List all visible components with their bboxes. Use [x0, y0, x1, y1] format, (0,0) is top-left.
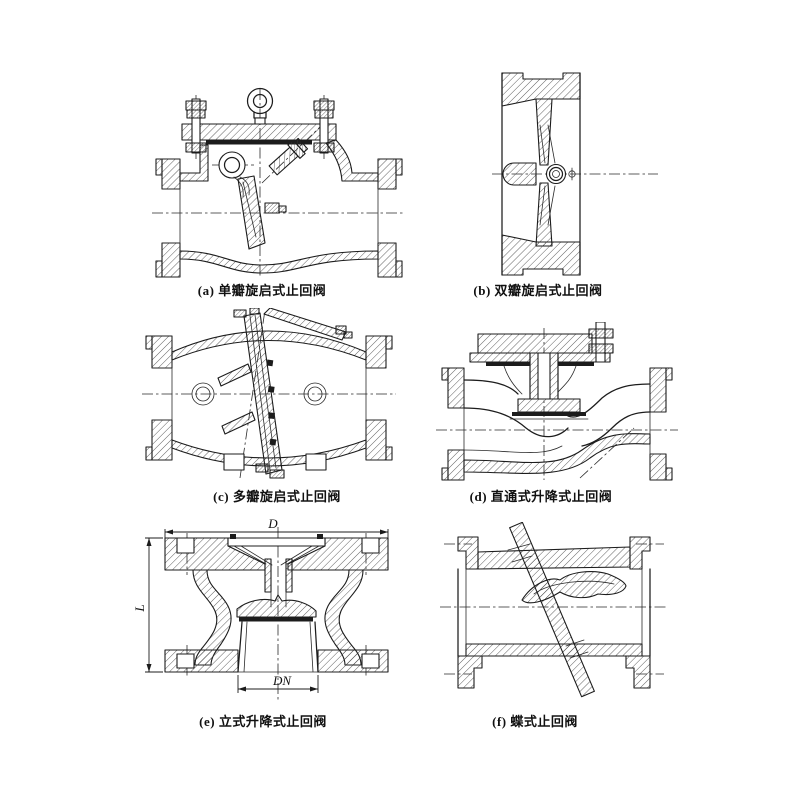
- caption-a: (a) 单瓣旋启式止回阀: [197, 283, 327, 298]
- tilting-disc-check-valve-drawing: [440, 521, 668, 698]
- support-rib: [305, 453, 327, 471]
- vertical-lift-check-valve-drawing: D L: [132, 516, 389, 701]
- dimension-d: D: [164, 516, 389, 539]
- figure-d: [432, 321, 682, 484]
- figure-c: [140, 307, 398, 484]
- figure-b: [490, 65, 665, 280]
- figure-f: [438, 521, 670, 700]
- dimension-l: L: [132, 537, 163, 673]
- dual-plate-check-valve-drawing: [492, 72, 658, 276]
- bonnet: [181, 123, 337, 145]
- seat-nozzle: [237, 621, 319, 673]
- hinge-pin: [218, 151, 246, 179]
- tilting-disc: [521, 571, 627, 604]
- hinge-lug: [502, 162, 537, 186]
- figure-e: D L: [132, 515, 405, 707]
- caption-b: (b) 双瓣旋启式止回阀: [473, 283, 603, 298]
- swing-disc: [233, 175, 287, 250]
- boss: [303, 382, 327, 406]
- pipe-body: [457, 536, 651, 689]
- boss: [191, 382, 215, 406]
- plate-disc: [502, 98, 576, 247]
- piston-disc: [503, 352, 589, 420]
- hinge-plug: [268, 137, 309, 176]
- caption-d: (d) 直通式升降式止回阀: [469, 489, 613, 504]
- multi-disc-check-valve-drawing: [142, 307, 396, 479]
- shaft: [507, 521, 595, 698]
- support-rib: [223, 453, 245, 471]
- swing-check-valve-drawing: [152, 87, 404, 278]
- valve-body: [441, 367, 673, 481]
- valve-body: [155, 139, 403, 278]
- lift-check-valve-drawing: [436, 321, 678, 481]
- valve-body: [164, 534, 389, 673]
- wafer-body: [501, 72, 581, 276]
- caption-f: (f) 蝶式止回阀: [492, 714, 578, 729]
- disc-stack: [217, 307, 353, 479]
- dimension-dn: DN: [237, 673, 319, 693]
- valve-body: [145, 330, 393, 471]
- lift-disc: [236, 594, 317, 622]
- disc-bolts: [266, 359, 277, 446]
- figure-a: [150, 85, 408, 281]
- cover-plate: [227, 537, 326, 547]
- dim-label-d: D: [267, 516, 278, 531]
- caption-c: (c) 多瓣旋启式止回阀: [213, 489, 341, 504]
- caption-e: (e) 立式升降式止回阀: [199, 714, 327, 729]
- dim-label-l: L: [135, 604, 147, 612]
- dim-label-dn: DN: [272, 673, 292, 688]
